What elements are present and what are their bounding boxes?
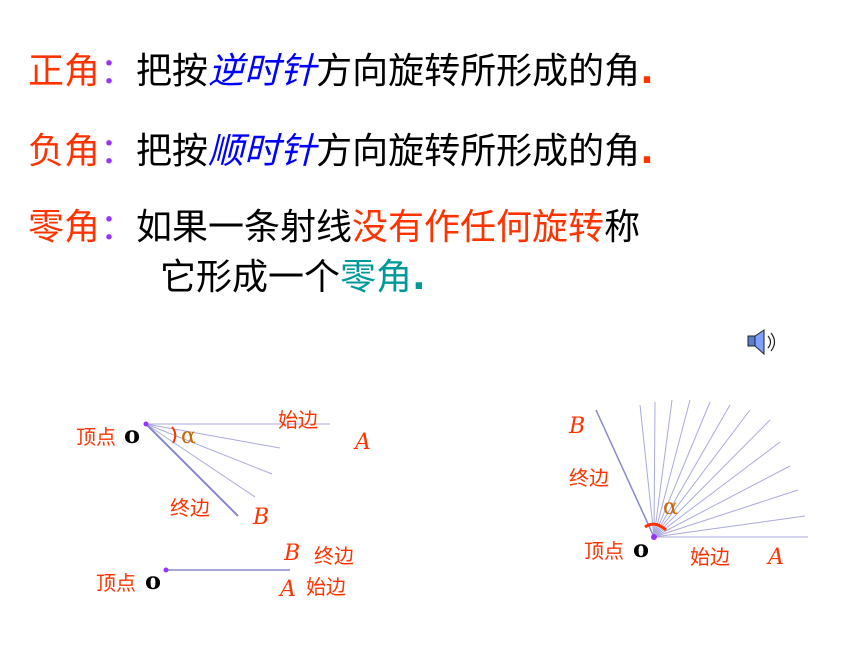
definition-text: 称 (604, 207, 641, 248)
colon: ： (100, 131, 137, 172)
definition-text: 它形成一个 (160, 257, 341, 298)
counterclockwise-text: 逆时针 (208, 51, 317, 92)
initial-side-label: 始边 (306, 575, 346, 599)
zero-angle-term: 零角 (28, 207, 101, 248)
definition-text: 把按 (136, 131, 209, 172)
period: . (640, 51, 654, 92)
point-a-label: A (355, 430, 371, 455)
period: . (412, 257, 426, 298)
negative-angle-definition: 负角：把按顺时针方向旋转所形成的角. (28, 128, 654, 176)
terminal-side-label: 终边 (170, 496, 210, 520)
zero-angle-definition-line2: 它形成一个零角. (160, 254, 426, 302)
vertex-label: 顶点 (76, 425, 116, 449)
positive-angle-diagram (595, 399, 808, 540)
terminal-side-label: 终边 (569, 466, 609, 490)
point-b-label: B (284, 541, 301, 566)
initial-side-label: 始边 (278, 408, 318, 432)
definition-text: 方向旋转所形成的角 (316, 51, 641, 92)
point-b-label: B (253, 505, 270, 530)
vertex-o: o (633, 534, 650, 563)
clockwise-text: 顺时针 (208, 131, 317, 172)
vertex-label: 顶点 (584, 539, 624, 563)
definition-text: 方向旋转所形成的角 (316, 131, 641, 172)
period: . (640, 131, 654, 172)
negative-angle-term: 负角 (28, 131, 101, 172)
vertex-o: o (145, 566, 162, 595)
negative-angle-diagram (143, 421, 330, 517)
terminal-side-label: 终边 (314, 544, 354, 568)
vertex-label: 顶点 (96, 571, 136, 595)
initial-side-label: 始边 (690, 545, 730, 569)
positive-angle-term: 正角 (28, 51, 101, 92)
definition-text: 把按 (136, 51, 209, 92)
point-a-label: A (768, 545, 784, 570)
colon: ： (100, 51, 137, 92)
no-rotation-text: 没有作任何旋转 (352, 207, 605, 248)
alpha-symbol: α (181, 424, 196, 449)
zero-angle-emph: 零角 (340, 257, 413, 298)
zero-angle-diagram (163, 567, 290, 573)
vertex-o: o (124, 420, 141, 449)
point-b-label: B (569, 414, 586, 439)
zero-angle-definition: 零角：如果一条射线没有作任何旋转称 (28, 204, 640, 252)
definition-text: 如果一条射线 (136, 207, 353, 248)
colon: ： (100, 207, 137, 248)
alpha-symbol: α (663, 495, 678, 520)
positive-angle-definition: 正角：把按逆时针方向旋转所形成的角. (28, 48, 654, 96)
point-a-label: A (280, 577, 296, 602)
